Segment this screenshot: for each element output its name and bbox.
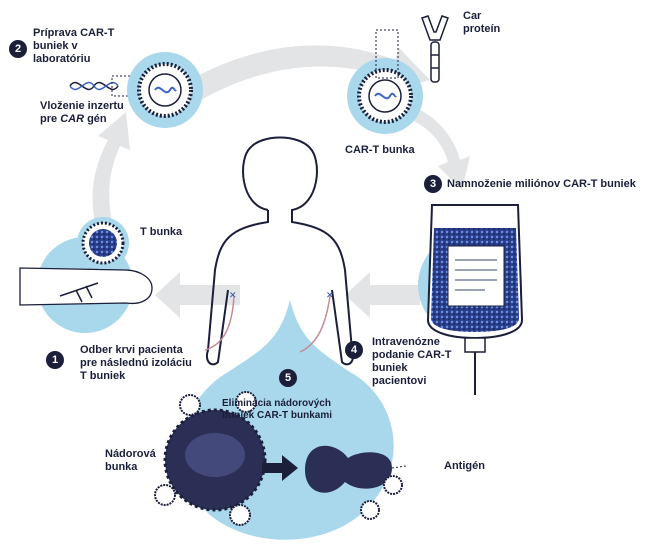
tumor-cell-label: Nádorová bunka: [105, 448, 156, 474]
dying-tumor-icon: [305, 445, 407, 493]
step-2-line: Príprava CAR-T: [33, 27, 115, 39]
car-protein-label-line: Car: [463, 10, 482, 22]
step-4-line: pacientovi: [372, 375, 427, 387]
infusion-bag: [418, 204, 524, 395]
step-4-line: buniek: [372, 362, 408, 374]
insert-car-gene: CAR: [60, 113, 85, 125]
step-2-line: laboratóriu: [33, 53, 91, 65]
car-t-cell-icon: [347, 58, 423, 134]
protein-dashed-box: [375, 29, 399, 79]
tumor-cell-label-line: bunka: [105, 461, 138, 473]
t-cell-icon: [77, 217, 129, 269]
step-1-text: Odber krvi pacienta pre následnú izoláci…: [80, 344, 192, 383]
insert-label-line: pre CAR gén: [40, 113, 124, 126]
step-4-badge: 4: [345, 341, 363, 359]
car-t-attackers: [154, 391, 403, 526]
t-cell-label: T bunka: [140, 226, 183, 238]
step-5-text: Eliminácia nádorových buniek CAR-T bunka…: [222, 398, 332, 422]
step-1-line: pre následnú izoláciu: [80, 357, 192, 369]
step-3-text: Namnoženie miliónov CAR-T buniek: [447, 178, 636, 190]
car-protein-icon: [421, 15, 449, 83]
injection-mark-right: ✕: [326, 290, 334, 300]
injection-mark-left: ✕: [229, 290, 237, 300]
step-4-text: Intravenózne podanie CAR-T buniek pacien…: [372, 336, 451, 388]
step-1-badge: 1: [46, 351, 64, 369]
step-1-line: T buniek: [80, 370, 126, 382]
step-2-badge: 2: [9, 40, 27, 58]
iv-line: [204, 295, 331, 353]
step-4-line: podanie CAR-T: [372, 349, 452, 361]
transformation-arrow: [262, 455, 298, 481]
cycle-arrow-left-up: [92, 112, 130, 235]
insert-suffix: gén: [84, 113, 107, 125]
arrow-to-patient: [345, 272, 420, 318]
car-protein-label-line: proteín: [463, 23, 501, 35]
step-1-line: Odber krvi pacienta: [80, 344, 183, 356]
lab-cell-icon: [127, 52, 203, 128]
car-t-cell-label: CAR-T bunka: [345, 144, 415, 156]
step-5-line: buniek CAR-T bunkami: [222, 410, 333, 421]
step-2-text: Príprava CAR-T buniek v laboratóriu: [33, 27, 114, 66]
arrow-to-blood-draw: [155, 272, 240, 318]
insert-label-line: Vloženie inzertu: [40, 100, 124, 112]
cycle-arrow-top: [170, 45, 430, 108]
tumor-cell-label-line: Nádorová: [105, 448, 156, 460]
dna-icon: [69, 81, 119, 91]
antigen-label: Antigén: [444, 460, 485, 472]
syringe: [59, 282, 99, 303]
step-4-line: Intravenózne: [372, 336, 440, 348]
insert-label: Vloženie inzertu pre CAR gén: [40, 100, 124, 126]
step-2-line: buniek v: [33, 40, 78, 52]
step-5-line: Eliminácia nádorových: [222, 398, 331, 409]
insert-prefix: pre: [40, 113, 61, 125]
step-5-badge: 5: [279, 369, 297, 387]
car-protein-label: Car proteín: [463, 10, 500, 36]
step-3-badge: 3: [424, 175, 442, 193]
tumor-cell-icon: [163, 408, 267, 512]
cycle-arrow-to-bag: [412, 110, 470, 190]
